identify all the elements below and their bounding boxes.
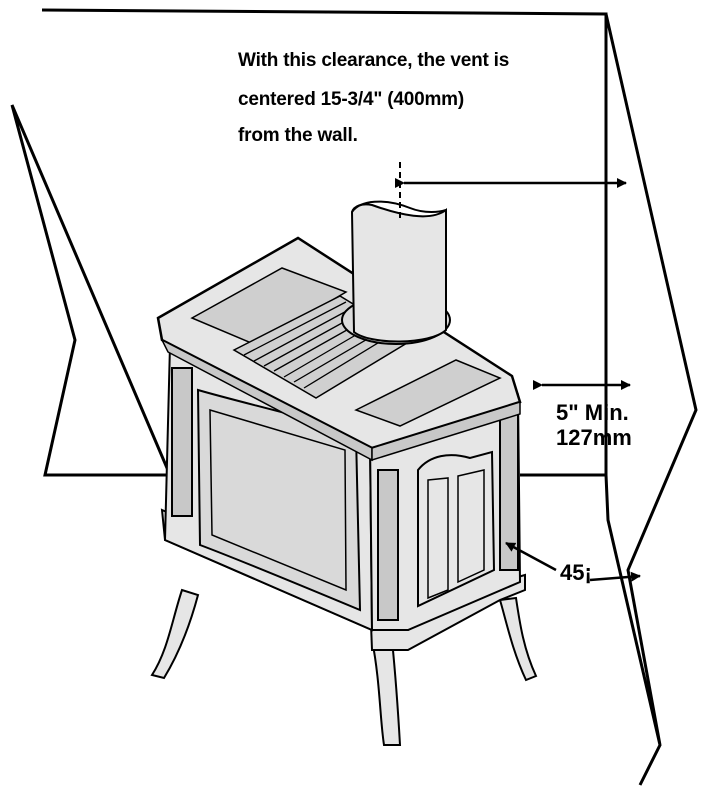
stove-pillars xyxy=(171,367,519,621)
stove-legs xyxy=(150,588,538,746)
stove-firebox-inner xyxy=(209,408,347,592)
angle-label: 45¡ xyxy=(560,560,592,585)
angle-arrow-wall xyxy=(589,571,641,582)
stove-top-panel-left xyxy=(190,267,348,346)
annotation-line-3: from the wall. xyxy=(238,125,358,146)
annotation-line-2: centered 15-3/4" (400mm) xyxy=(238,89,464,110)
stove-side-panel xyxy=(417,450,496,608)
angle-arrow-stove xyxy=(505,541,557,572)
side-wall xyxy=(604,13,698,786)
stove-top-panel-right xyxy=(354,359,502,427)
clearance-imperial-label: 5" Min. xyxy=(556,400,629,425)
stove-glass-window xyxy=(196,388,362,612)
annotation-line-1: With this clearance, the vent is xyxy=(238,50,510,71)
vent-pipe xyxy=(350,203,447,343)
clearance-metric-label: 127mm xyxy=(556,425,632,450)
back-wall xyxy=(10,8,608,477)
